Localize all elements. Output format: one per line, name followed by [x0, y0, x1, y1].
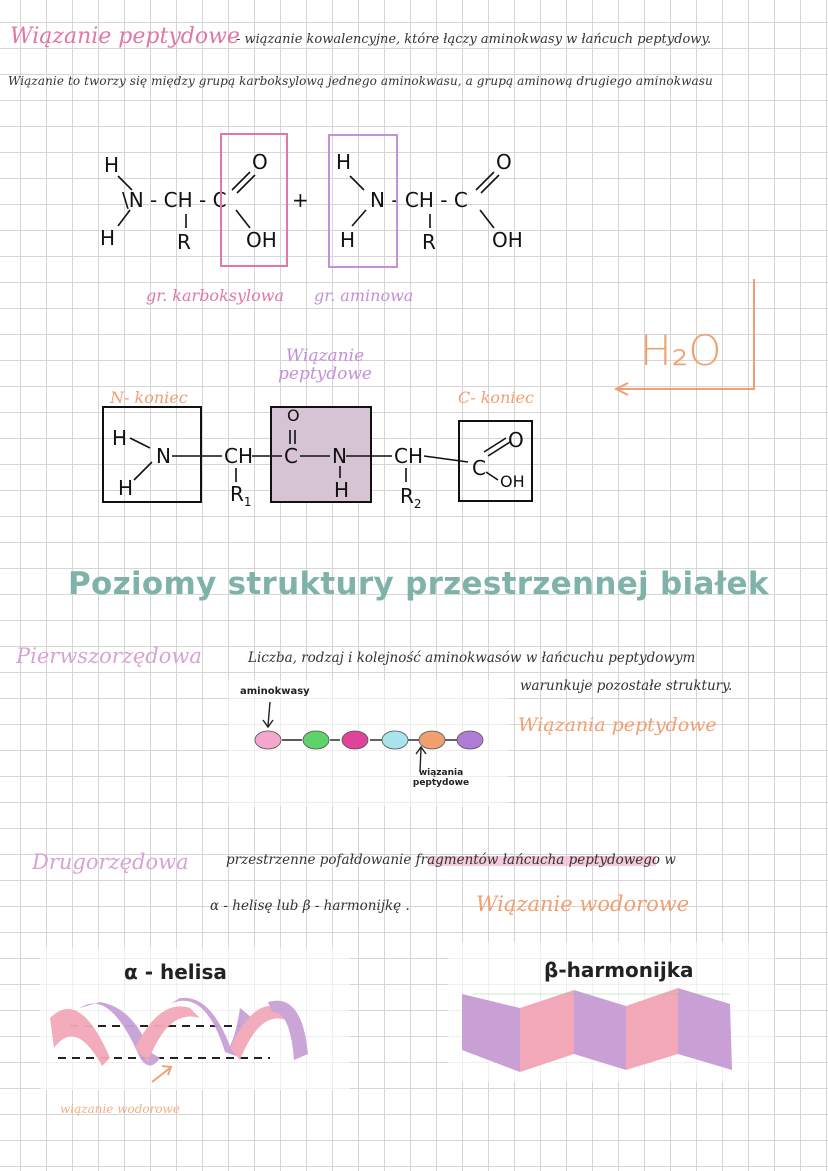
label-n-end: N- koniec	[110, 388, 188, 407]
atom-n: N	[332, 444, 347, 468]
group-oh: OH	[246, 228, 277, 252]
alpha-helix-caption: wiązanie wodorowe	[60, 1102, 180, 1116]
atom-h: H	[112, 426, 128, 450]
atom-c: C	[472, 456, 486, 480]
water-formula: H₂O	[640, 326, 722, 375]
atom-h: H	[100, 226, 116, 250]
alpha-helix-card: α - helisa	[40, 948, 350, 1090]
term-heading: Wiązanie peptydowe	[10, 24, 240, 49]
amino-acid-bead	[456, 730, 484, 750]
label-amino-acids: aminokwasy	[240, 686, 310, 697]
amino-acid-bead	[341, 730, 369, 750]
atom-h: H	[118, 476, 134, 500]
chain-ch: CH	[224, 444, 254, 468]
group-oh: OH	[492, 228, 523, 252]
secondary-bond-label: Wiązanie wodorowe	[476, 892, 690, 916]
label-amino-group: gr. aminowa	[314, 286, 414, 305]
label-peptide-bond: Wiązanie peptydowe	[278, 346, 372, 384]
atom-o: O	[252, 150, 268, 174]
term-definition: - wiązanie kowalencyjne, które łączy ami…	[236, 32, 712, 47]
alpha-helix-diagram	[50, 997, 308, 1083]
atom-c: C	[284, 444, 298, 468]
label-carboxyl-group: gr. karboksylowa	[146, 286, 284, 305]
plus-sign: +	[292, 188, 309, 212]
atom-h: H	[340, 228, 356, 252]
atom-n: N	[156, 444, 171, 468]
beta-sheet-title: β-harmonijka	[544, 958, 694, 982]
atom-h: H	[104, 153, 120, 177]
primary-text-line2: warunkuje pozostałe struktury.	[520, 678, 733, 694]
atom-r1: R1	[230, 482, 252, 509]
section-title: Poziomy struktury przestrzennej białek	[68, 566, 769, 602]
water-arrow	[613, 279, 755, 396]
beta-sheet-diagram	[462, 988, 732, 1072]
label-c-end: C- koniec	[458, 388, 534, 407]
atom-o: O	[508, 428, 524, 452]
secondary-text-line1: przestrzenne pofałdowanie fragmentów łań…	[226, 852, 676, 868]
primary-bond-label: Wiązania peptydowe	[518, 714, 717, 736]
atom-o: O	[496, 150, 512, 174]
carboxyl-group-box	[220, 133, 288, 267]
atom-n: \N - CH - C	[122, 188, 227, 212]
reaction-bonds	[117, 171, 500, 229]
amino-chain-card: aminokwasy wiązania peptydowe	[228, 680, 508, 806]
amino-acid-bead	[254, 730, 282, 750]
atom-o: O	[287, 406, 300, 425]
primary-text-line1: Liczba, rodzaj i kolejność aminokwasów w…	[248, 650, 696, 666]
secondary-heading: Drugorzędowa	[32, 850, 189, 874]
amino-acid-bead	[418, 730, 446, 750]
n-terminus-box	[102, 406, 202, 503]
beta-sheet-card: β-harmonijka	[448, 942, 774, 1082]
atom-h: H	[334, 478, 350, 502]
alpha-helix-title: α - helisa	[124, 960, 227, 984]
dipeptide-bonds	[129, 430, 511, 482]
label-peptide-bonds-small: wiązania peptydowe	[412, 768, 470, 788]
atom-h: H	[336, 150, 352, 174]
atom-n: N - CH - C	[370, 188, 468, 212]
primary-heading: Pierwszorzędowa	[16, 644, 202, 668]
group-oh: OH	[500, 472, 525, 491]
chain-ch: CH	[394, 444, 424, 468]
atom-r: R	[422, 230, 436, 254]
amino-group-box	[328, 134, 398, 268]
atom-r: R	[177, 230, 191, 254]
highlight-strip	[428, 856, 656, 866]
amino-acid-bead	[302, 730, 330, 750]
amino-chain-diagram	[254, 701, 484, 773]
amino-acid-bead	[381, 730, 409, 750]
secondary-text-line2: α - helisę lub β - harmonijkę .	[210, 898, 410, 914]
atom-r2: R2	[400, 484, 422, 511]
formation-text: Wiązanie to tworzy się między grupą karb…	[8, 74, 713, 88]
peptide-bond-box	[270, 406, 372, 503]
